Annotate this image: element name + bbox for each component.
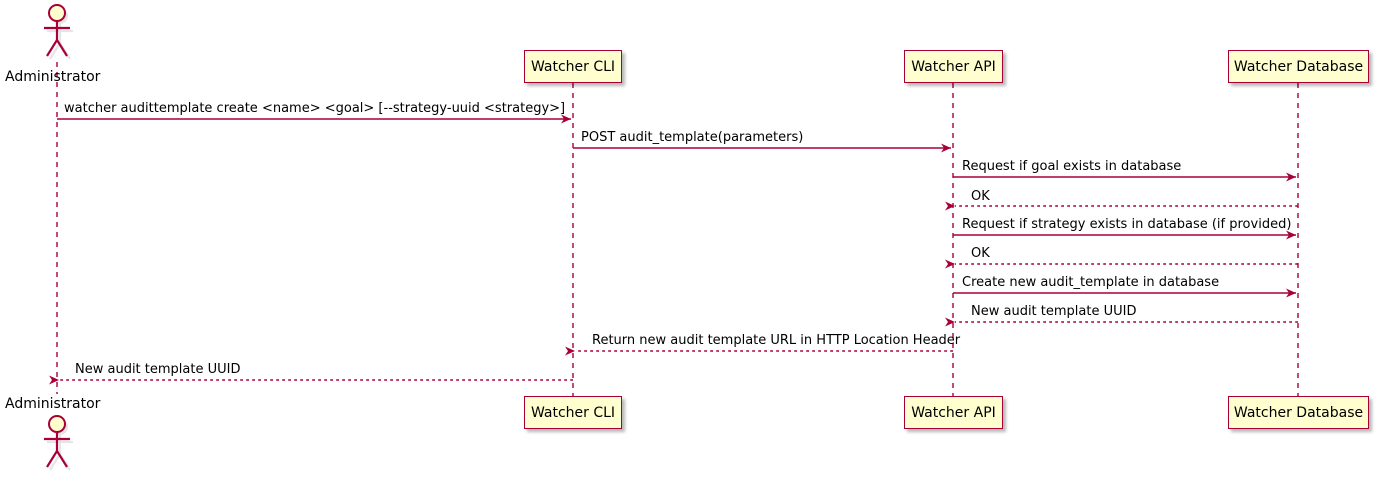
lifelines — [56, 62, 1299, 396]
message-label-4: OK — [971, 189, 990, 204]
message-label-10: New audit template UUID — [75, 362, 241, 377]
participant-box-watcher-cli-top[interactable]: Watcher CLI — [524, 50, 622, 83]
message-label-1: watcher audittemplate create <name> <goa… — [64, 101, 566, 116]
participant-label-watcher-db-top: Watcher Database — [1233, 58, 1364, 75]
participant-label-watcher-db-bottom: Watcher Database — [1233, 404, 1364, 421]
message-label-9: Return new audit template URL in HTTP Lo… — [592, 333, 961, 348]
participant-label-watcher-cli-bottom: Watcher CLI — [530, 404, 616, 421]
participant-label-watcher-cli-top: Watcher CLI — [530, 58, 616, 75]
participant-box-watcher-api-top[interactable]: Watcher API — [904, 50, 1003, 83]
message-label-3: Request if goal exists in database — [962, 159, 1182, 174]
message-arrows — [49, 114, 1298, 385]
participant-box-watcher-cli-bottom[interactable]: Watcher CLI — [524, 396, 622, 429]
message-label-7: Create new audit_template in database — [962, 275, 1220, 290]
actor-label-administrator-top: Administrator — [5, 69, 101, 85]
actor-administrator-top-icon — [44, 4, 73, 60]
message-label-8: New audit template UUID — [971, 304, 1137, 319]
actor-administrator-bottom-icon — [44, 415, 73, 471]
participant-box-watcher-db-bottom[interactable]: Watcher Database — [1228, 396, 1369, 429]
participant-box-watcher-db-top[interactable]: Watcher Database — [1228, 50, 1369, 83]
actor-label-administrator-bottom: Administrator — [5, 396, 101, 412]
message-label-6: OK — [971, 246, 990, 261]
message-label-5: Request if strategy exists in database (… — [962, 217, 1292, 232]
message-label-2: POST audit_template(parameters) — [581, 130, 804, 145]
participant-box-watcher-api-bottom[interactable]: Watcher API — [904, 396, 1003, 429]
participant-label-watcher-api-bottom: Watcher API — [911, 404, 996, 421]
participant-label-watcher-api-top: Watcher API — [911, 58, 996, 75]
